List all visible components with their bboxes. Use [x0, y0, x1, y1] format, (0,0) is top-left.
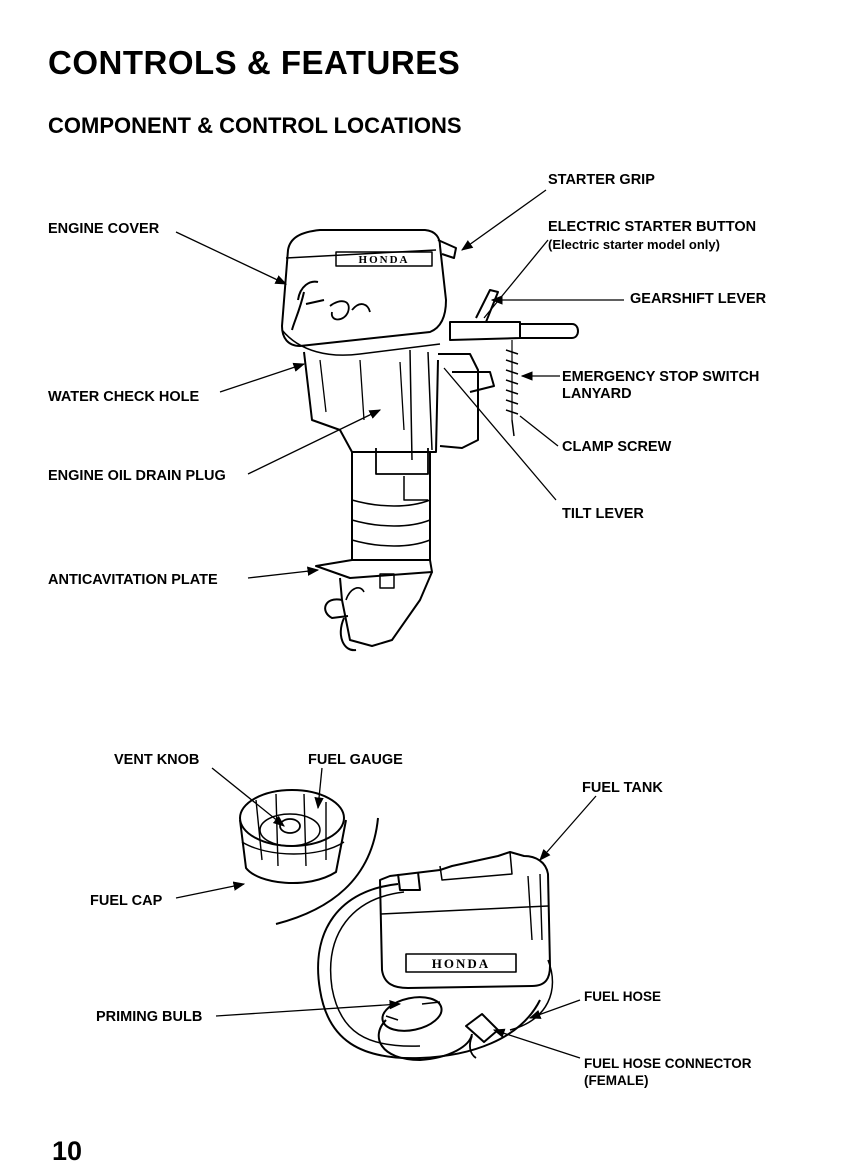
tank-brand-text: HONDA [432, 956, 490, 971]
label-fuel-hose-connector-text: FUEL HOSE CONNECTOR [584, 1056, 752, 1071]
label-starter-grip: STARTER GRIP [548, 172, 655, 188]
label-water-check-hole: WATER CHECK HOLE [48, 389, 200, 405]
fuel-cap-drawing [239, 789, 347, 884]
label-priming-bulb: PRIMING BULB [96, 1009, 203, 1025]
fuel-leader-lines [175, 767, 597, 1059]
label-anticavitation-plate: ANTICAVITATION PLATE [48, 572, 218, 588]
page-title: CONTROLS & FEATURES [48, 44, 461, 81]
label-fuel-gauge: FUEL GAUGE [308, 752, 403, 768]
label-electric-starter-note: (Electric starter model only) [548, 237, 720, 252]
label-fuel-hose-connector: FUEL HOSE CONNECTOR (FEMALE) [584, 1055, 752, 1089]
label-electric-starter-button-text: ELECTRIC STARTER BUTTON [548, 219, 757, 235]
label-fuel-cap: FUEL CAP [90, 893, 163, 909]
engine-leader-lines [175, 189, 624, 579]
label-fuel-hose: FUEL HOSE [584, 989, 662, 1004]
fuel-tank-drawing [317, 851, 554, 1061]
section-subtitle: COMPONENT & CONTROL LOCATIONS [48, 113, 462, 138]
label-emergency-stop-switch: EMERGENCY STOP SWITCH LANYARD [562, 369, 759, 403]
label-fuel-hose-connector-note: (FEMALE) [584, 1073, 649, 1088]
engine-brand-text: HONDA [359, 254, 410, 266]
label-clamp-screw: CLAMP SCREW [562, 439, 672, 455]
label-engine-cover: ENGINE COVER [48, 221, 160, 237]
page-number: 10 [52, 1136, 83, 1166]
label-electric-starter-button: ELECTRIC STARTER BUTTON (Electric starte… [548, 219, 756, 253]
label-fuel-tank: FUEL TANK [582, 780, 663, 796]
label-lanyard: LANYARD [562, 386, 632, 402]
label-gearshift-lever: GEARSHIFT LEVER [630, 291, 767, 307]
label-tilt-lever: TILT LEVER [562, 506, 644, 522]
label-vent-knob: VENT KNOB [114, 752, 200, 768]
outboard-motor-drawing [281, 229, 579, 652]
boat-edge-line [275, 817, 379, 925]
label-emergency-stop-switch-text: EMERGENCY STOP SWITCH [562, 369, 760, 385]
label-engine-oil-drain-plug: ENGINE OIL DRAIN PLUG [48, 468, 226, 484]
